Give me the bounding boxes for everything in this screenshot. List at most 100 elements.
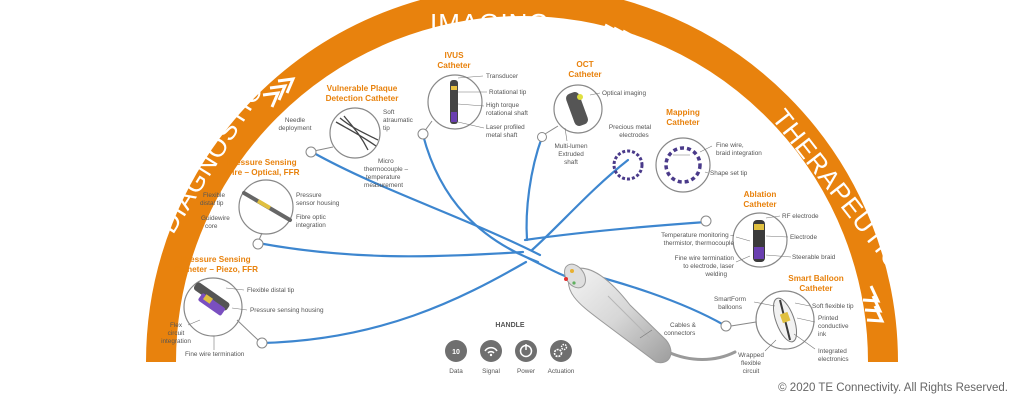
copyright: © 2020 TE Connectivity. All Rights Reser…: [778, 382, 1008, 394]
balloon-anchor: [720, 320, 732, 332]
piezo-label-flex: Flex: [170, 322, 183, 329]
plaque-title-line2: Detection Catheter: [326, 94, 400, 103]
optical-label-fibre: Fibre optic: [296, 214, 327, 221]
cable-oct: [525, 135, 544, 242]
piezo-anchor: [256, 337, 268, 349]
plaque-label-micro-3: temperature: [366, 174, 401, 181]
piezo-title: Pressure Sensing: [181, 255, 250, 264]
balloon-label-wrapped-3: circuit: [743, 368, 760, 375]
mapping-label-fine-2: braid integration: [716, 150, 762, 157]
plaque-label-micro-4: measurement: [364, 182, 403, 189]
optical-label-flexible: Flexible: [203, 192, 225, 199]
handle-icon-label-actuation: Actuation: [548, 368, 575, 375]
mapping-title: Mapping: [666, 108, 700, 117]
ivus-label-rotational-tip: Rotational tip: [489, 89, 527, 96]
power-icon: [515, 340, 537, 362]
arc-band: [146, 0, 898, 363]
balloon-label-wrapped-2: flexible: [741, 360, 761, 367]
piezo-label-flex-3: integration: [161, 338, 191, 345]
cable-mapping: [530, 158, 630, 252]
handle-title: HANDLE: [495, 322, 524, 329]
mapping-title-line2: Catheter: [666, 118, 700, 127]
mapping-ring: [612, 149, 644, 181]
ablation-label-termination-2: to electrode, laser: [683, 263, 735, 270]
balloon-title-line2: Catheter: [799, 284, 833, 293]
oct-title-line2: Catheter: [568, 70, 602, 79]
cable-plaque: [310, 150, 542, 257]
plaque-title: Vulnerable Plaque: [327, 84, 398, 93]
ablation-label-temp-2: thermistor, thermocouple: [664, 240, 735, 247]
ivus-label-laser-2: metal shaft: [486, 132, 517, 139]
ivus-label-laser: Laser profiled: [486, 124, 525, 131]
plaque-catheter: Vulnerable Plaque Detection Catheter Nee…: [278, 84, 413, 189]
optical-label-core: Guidewire: [201, 215, 230, 222]
optical-title: Pressure Sensing: [227, 158, 296, 167]
piezo-catheter: Pressure Sensing Catheter – Piezo, FFR F…: [161, 255, 324, 358]
balloon-title: Smart Balloon: [788, 274, 844, 283]
oct-label-lumen: Multi-lumen: [554, 143, 587, 150]
optical-label-flexible-2: distal tip: [200, 200, 224, 207]
balloon-label-printed-3: ink: [818, 331, 827, 338]
optical-wire: Pressure Sensing Wire – Optical, FFR Fle…: [200, 158, 340, 250]
signal-icon: [480, 340, 502, 362]
ablation-anchor: [700, 215, 712, 227]
cable-ivus: [421, 133, 540, 264]
ablation-label-termination-3: welding: [704, 271, 727, 278]
mapping-zoom-circle: [655, 137, 711, 193]
piezo-label-flex-2: circuit: [168, 330, 185, 337]
plaque-label-needle-2: deployment: [278, 125, 311, 132]
mapping-catheter: Mapping Catheter Precious metal electrod…: [609, 108, 762, 193]
ablation-label-rf: RF electrode: [782, 213, 819, 220]
balloon-catheter: Smart Balloon Catheter SmartForm balloon…: [714, 274, 854, 375]
svg-text:10: 10: [452, 349, 460, 356]
actuation-icon: [550, 340, 572, 362]
oct-catheter: OCT Catheter Optical imaging Multi-lumen…: [537, 60, 646, 166]
ivus-anchor: [417, 128, 429, 140]
balloon-label-printed-2: conductive: [818, 323, 849, 330]
plaque-label-soft-3: tip: [383, 125, 390, 132]
balloon-label-soft: Soft flexible tip: [812, 303, 854, 310]
mapping-label-shape: Shape set tip: [710, 170, 748, 177]
optical-label-pressure-2: sensor housing: [296, 200, 340, 207]
oct-label-lumen-3: shaft: [564, 159, 578, 166]
data-icon: 10: [445, 340, 467, 362]
oct-label-optical: Optical imaging: [602, 90, 646, 97]
balloon-label-smartform-2: balloons: [718, 304, 742, 311]
balloon-label-integrated-2: electronics: [818, 356, 849, 363]
plaque-label-micro-2: thermocouple –: [364, 166, 408, 173]
ivus-label-torque-2: rotational shaft: [486, 110, 528, 117]
arc-inner-line: [182, 22, 862, 363]
optical-label-core-2: core: [205, 223, 218, 230]
optical-anchor: [252, 238, 264, 250]
oct-title: OCT: [576, 60, 593, 69]
piezo-label-housing: Pressure sensing housing: [250, 307, 324, 314]
piezo-label-flexible: Flexible distal tip: [247, 287, 295, 294]
balloon-label-printed: Printed: [818, 315, 839, 322]
handle-icon-label-data: Data: [449, 368, 463, 375]
optical-label-pressure: Pressure: [296, 192, 322, 199]
ablation-catheter: Ablation Catheter RF electrode Temperatu…: [661, 190, 836, 278]
optical-label-fibre-2: integration: [296, 222, 326, 229]
oct-label-lumen-2: Extruded: [558, 151, 584, 158]
ablation-label-electrode: Electrode: [790, 234, 817, 241]
cable-tail: [666, 350, 737, 361]
cables-label: Cables & connectors: [639, 322, 697, 339]
optical-title-line2: Wire – Optical, FFR: [225, 168, 300, 177]
balloon-label-smartform: SmartForm: [714, 296, 746, 303]
handle-device: [564, 263, 672, 364]
plaque-label-soft: Soft: [383, 109, 395, 116]
mapping-label-metal: Precious metal: [609, 124, 651, 131]
handle-section: HANDLE 10 Data Signal Power Actuation: [445, 322, 575, 375]
balloon-label-wrapped: Wrapped: [738, 352, 764, 359]
piezo-label-termination: Fine wire termination: [185, 351, 245, 358]
mapping-label-fine: Fine wire,: [716, 142, 744, 149]
cable-ablation: [523, 220, 708, 242]
plaque-label-soft-2: atraumatic: [383, 117, 414, 124]
handle-icon-label-signal: Signal: [482, 368, 500, 375]
ivus-label-transducer: Transducer: [486, 73, 519, 80]
cable-optical: [256, 241, 525, 258]
ablation-label-termination: Fine wire termination: [675, 255, 735, 262]
ablation-label-temp: Temperature monitoring –: [661, 232, 734, 239]
